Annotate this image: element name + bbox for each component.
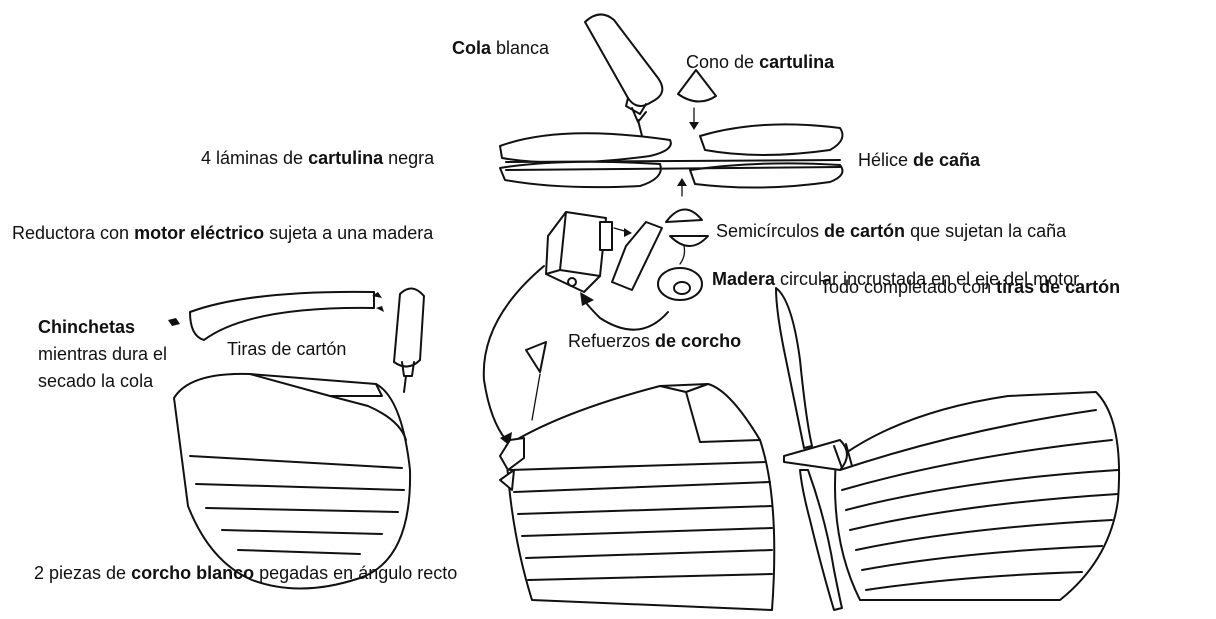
arrow-refuerzos-motor	[583, 299, 669, 331]
tacks-icon	[168, 292, 384, 326]
completed-body-icon	[834, 391, 1121, 601]
arrow-motor-board-head	[624, 228, 632, 237]
label-laminas: 4 láminas de cartulina negra	[201, 148, 435, 168]
arrow-cork-nose	[531, 373, 541, 421]
wooden-board-icon	[611, 221, 663, 291]
arrow-cone-head	[689, 122, 699, 130]
cork-body-left-icon	[173, 372, 412, 590]
wood-disc-icon	[657, 267, 703, 301]
label-cola: Cola blanca	[452, 38, 550, 58]
motor-reducer-icon	[545, 211, 613, 293]
cardboard-blades-icon	[499, 123, 844, 189]
cardboard-strip-icon	[189, 290, 375, 341]
label-reductora: Reductora con motor eléctrico sujeta a u…	[12, 223, 434, 243]
glue-bottle-top-icon	[584, 13, 664, 137]
cork-body-middle-icon	[499, 383, 776, 611]
arrow-motor-nose	[482, 265, 545, 441]
label-helice: Hélice de caña	[858, 150, 981, 170]
arrow-up-helice-head	[677, 178, 687, 186]
arrow-refuerzos-motor-head	[580, 292, 594, 306]
cork-triangle-icon	[525, 341, 547, 373]
arrow-disc	[679, 245, 686, 265]
label-cono: Cono de cartulina	[686, 52, 835, 72]
label-semicirculos: Semicírculos de cartón que sujetan la ca…	[716, 221, 1067, 241]
semicircles-icon	[665, 208, 709, 247]
cone-icon	[677, 69, 717, 103]
label-refuerzos: Refuerzos de corcho	[568, 331, 742, 351]
label-chinchetas: Chinchetas mientras dura el secado la co…	[38, 317, 168, 391]
assembled-propeller-icon	[775, 287, 853, 611]
glue-bottle-left-icon	[393, 287, 425, 393]
label-tiras: Tiras de cartón	[227, 339, 347, 359]
label-todo: Todo completado con tiras de cartón	[820, 277, 1121, 297]
label-piezas: 2 piezas de corcho blanco pegadas en áng…	[34, 563, 458, 583]
label-madera: Madera circular incrustada en el eje del…	[712, 269, 1080, 289]
